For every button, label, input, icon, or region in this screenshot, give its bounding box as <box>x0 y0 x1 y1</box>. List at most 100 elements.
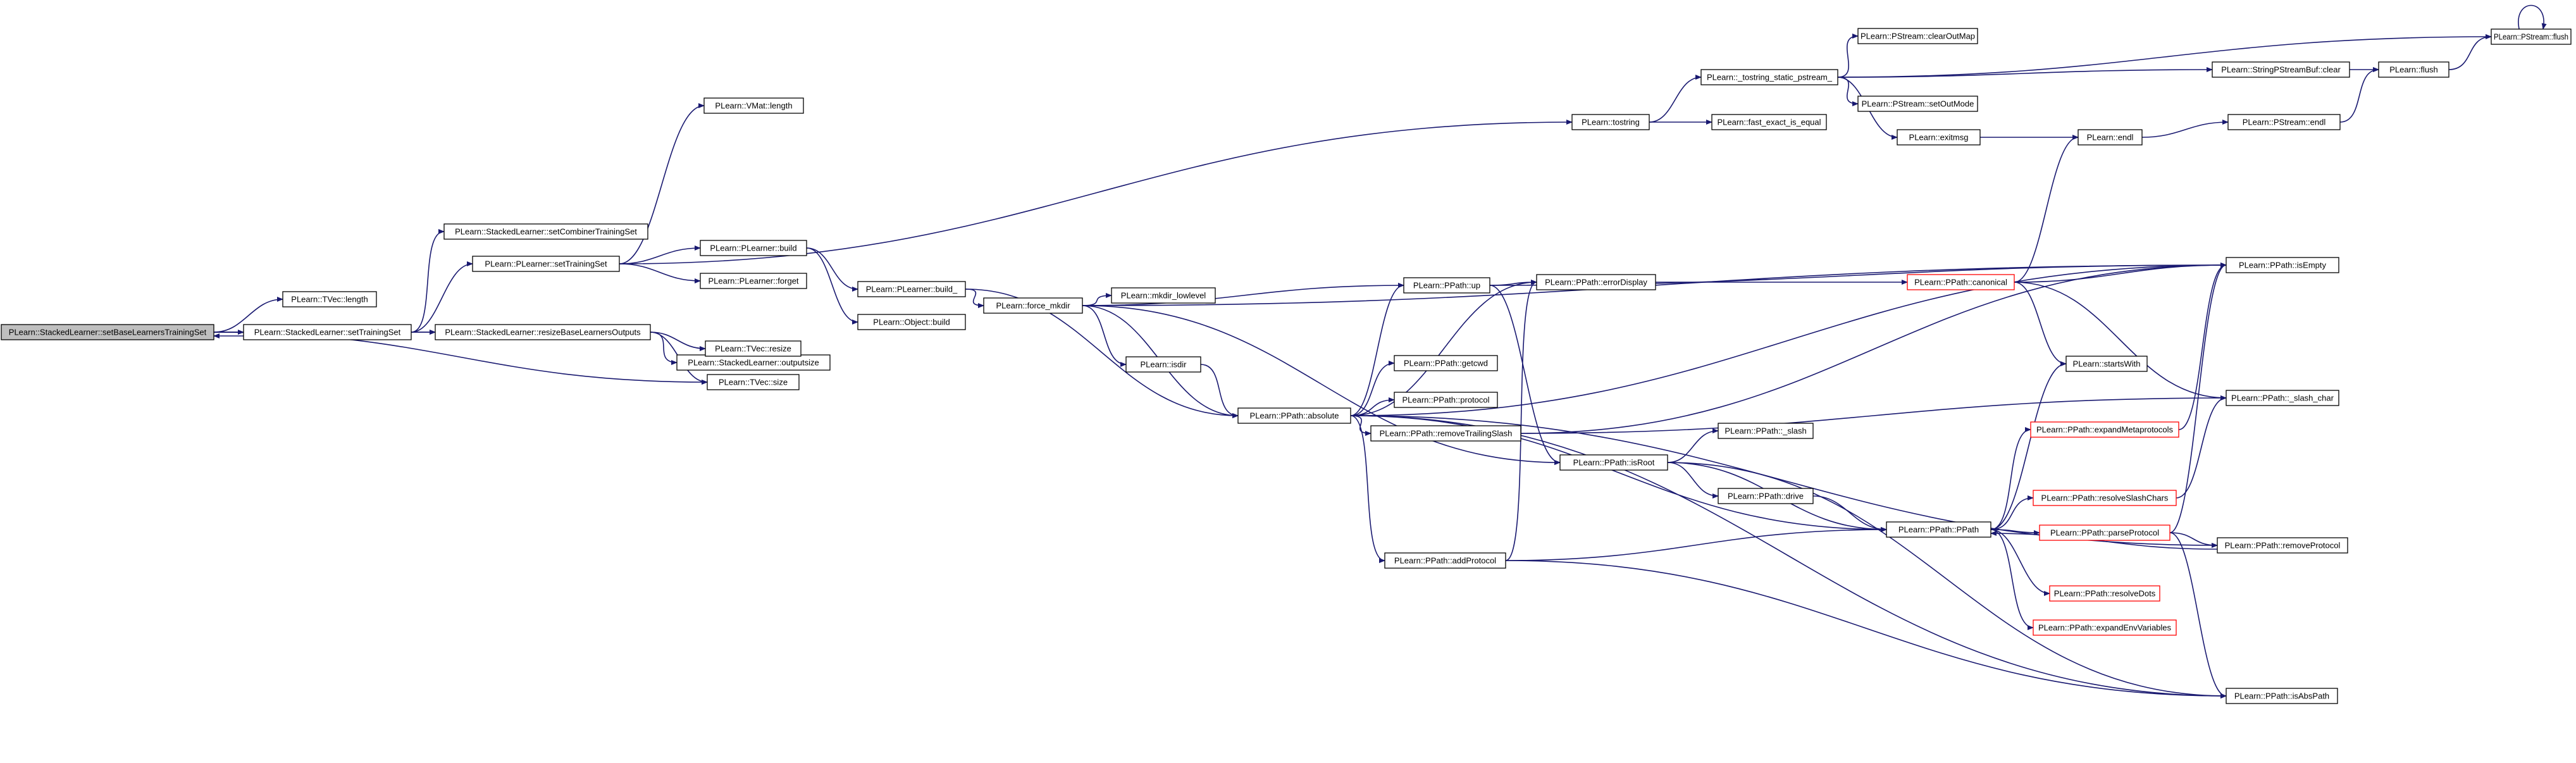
node-box[interactable] <box>700 240 807 256</box>
node-box[interactable] <box>1711 114 1827 130</box>
node-box[interactable] <box>676 354 831 371</box>
node-box[interactable] <box>1886 521 1991 538</box>
node-box[interactable] <box>707 374 800 390</box>
node-box[interactable] <box>2226 390 2339 406</box>
node-box[interactable] <box>443 223 648 240</box>
node-box[interactable] <box>703 97 804 114</box>
node-box[interactable] <box>1403 277 1490 294</box>
graph-node-n28[interactable]: PLearn::endl <box>2078 129 2143 146</box>
graph-node-n38[interactable]: PLearn::PPath::_slash <box>1718 423 1814 439</box>
graph-node-n10[interactable]: PLearn::StackedLearner::outputsize <box>676 354 831 371</box>
graph-node-n41[interactable]: PLearn::PPath::addProtocol <box>1384 552 1506 569</box>
node-box[interactable] <box>1394 355 1498 371</box>
graph-node-n32[interactable]: PLearn::PPath::canonical <box>1907 274 2015 290</box>
graph-node-n11[interactable]: PLearn::TVec::resize <box>705 340 802 357</box>
graph-node-n29[interactable]: PLearn::PStream::endl <box>2227 114 2341 130</box>
node-box[interactable] <box>1718 488 1814 504</box>
graph-node-n24[interactable]: PLearn::exitmsg <box>1897 129 1981 146</box>
node-box[interactable] <box>983 297 1083 314</box>
graph-node-n47[interactable]: PLearn::PPath::removeProtocol <box>2217 537 2348 554</box>
graph-node-n7[interactable]: PLearn::VMat::length <box>703 97 804 114</box>
graph-node-n23[interactable]: PLearn::PStream::setOutMode <box>1857 96 1978 112</box>
node-box[interactable] <box>2227 114 2341 130</box>
graph-node-n37[interactable]: PLearn::PPath::isRoot <box>1559 454 1668 471</box>
graph-node-n35[interactable]: PLearn::PPath::protocol <box>1394 392 1498 408</box>
node-box[interactable] <box>472 256 620 272</box>
graph-node-n20[interactable]: PLearn::_tostring_static_pstream_ <box>1700 69 1838 85</box>
node-box[interactable] <box>1559 454 1668 471</box>
graph-node-n8[interactable]: PLearn::PLearner::build <box>700 240 807 256</box>
graph-node-n1[interactable]: PLearn::StackedLearner::setBaseLearnersT… <box>1 324 214 340</box>
graph-node-n31[interactable]: PLearn::PPath::errorDisplay <box>1536 274 1656 290</box>
graph-node-n21[interactable]: PLearn::fast_exact_is_equal <box>1711 114 1827 130</box>
node-box[interactable] <box>2217 537 2348 554</box>
node-box[interactable] <box>2049 585 2160 602</box>
node-box[interactable] <box>282 291 377 307</box>
graph-node-n9[interactable]: PLearn::PLearner::forget <box>700 273 807 289</box>
node-box[interactable] <box>705 340 802 357</box>
graph-node-n27[interactable]: PLearn::PStream::flush <box>2491 28 2572 45</box>
graph-node-n44[interactable]: PLearn::PPath::expandMetaprotocols <box>2030 421 2179 438</box>
node-box[interactable] <box>1125 356 1201 373</box>
graph-node-n33[interactable]: PLearn::PPath::isEmpty <box>2226 257 2339 273</box>
node-box[interactable] <box>2491 28 2572 45</box>
graph-node-n48[interactable]: PLearn::PPath::resolveDots <box>2049 585 2160 602</box>
node-box[interactable] <box>1394 392 1498 408</box>
node-box[interactable] <box>1237 407 1351 424</box>
graph-node-n15[interactable]: PLearn::force_mkdir <box>983 297 1083 314</box>
graph-node-n49[interactable]: PLearn::PPath::expandEnvVariables <box>2033 619 2177 636</box>
graph-node-n25[interactable]: PLearn::StringPStreamBuf::clear <box>2212 61 2350 78</box>
node-box[interactable] <box>1700 69 1838 85</box>
graph-node-n39[interactable]: PLearn::PPath::drive <box>1718 488 1814 504</box>
graph-node-n18[interactable]: PLearn::PPath::absolute <box>1237 407 1351 424</box>
graph-node-n17[interactable]: PLearn::isdir <box>1125 356 1201 373</box>
graph-node-n2[interactable]: PLearn::TVec::length <box>282 291 377 307</box>
graph-node-n45[interactable]: PLearn::PPath::resolveSlashChars <box>2033 490 2177 506</box>
node-box[interactable] <box>1370 425 1521 442</box>
node-box[interactable] <box>1536 274 1656 290</box>
node-box[interactable] <box>1907 274 2015 290</box>
node-box[interactable] <box>1111 287 1216 304</box>
node-box[interactable] <box>1 324 214 340</box>
node-box[interactable] <box>2378 61 2449 78</box>
node-box[interactable] <box>1571 114 1650 130</box>
graph-node-n34[interactable]: PLearn::PPath::getcwd <box>1394 355 1498 371</box>
node-box[interactable] <box>2226 688 2338 704</box>
graph-node-n22[interactable]: PLearn::PStream::clearOutMap <box>1857 28 1978 44</box>
node-box[interactable] <box>857 314 966 330</box>
node-box[interactable] <box>2039 524 2170 541</box>
graph-node-n14[interactable]: PLearn::Object::build <box>857 314 966 330</box>
graph-node-n26[interactable]: PLearn::flush <box>2378 61 2449 78</box>
node-box[interactable] <box>1384 552 1506 569</box>
graph-node-n6[interactable]: PLearn::StackedLearner::resizeBaseLearne… <box>435 324 651 340</box>
graph-node-n12[interactable]: PLearn::TVec::size <box>707 374 800 390</box>
node-box[interactable] <box>2033 619 2177 636</box>
node-box[interactable] <box>857 281 966 297</box>
graph-node-n40[interactable]: PLearn::PPath::PPath <box>1886 521 1991 538</box>
node-box[interactable] <box>2212 61 2350 78</box>
graph-node-n16[interactable]: PLearn::mkdir_lowlevel <box>1111 287 1216 304</box>
node-box[interactable] <box>1857 96 1978 112</box>
graph-node-n19[interactable]: PLearn::tostring <box>1571 114 1650 130</box>
node-box[interactable] <box>2030 421 2179 438</box>
node-box[interactable] <box>2065 356 2148 372</box>
graph-node-n30[interactable]: PLearn::PPath::up <box>1403 277 1490 294</box>
node-box[interactable] <box>1857 28 1978 44</box>
graph-node-n36[interactable]: PLearn::PPath::removeTrailingSlash <box>1370 425 1521 442</box>
node-box[interactable] <box>1897 129 1981 146</box>
node-box[interactable] <box>2078 129 2143 146</box>
node-box[interactable] <box>1718 423 1814 439</box>
graph-node-n43[interactable]: PLearn::PPath::_slash_char <box>2226 390 2339 406</box>
node-box[interactable] <box>2226 257 2339 273</box>
graph-node-n3[interactable]: PLearn::StackedLearner::setTrainingSet <box>243 324 412 340</box>
graph-node-n46[interactable]: PLearn::PPath::parseProtocol <box>2039 524 2170 541</box>
graph-node-n4[interactable]: PLearn::StackedLearner::setCombinerTrain… <box>443 223 648 240</box>
node-box[interactable] <box>435 324 651 340</box>
graph-node-n50[interactable]: PLearn::PPath::isAbsPath <box>2226 688 2338 704</box>
graph-node-n5[interactable]: PLearn::PLearner::setTrainingSet <box>472 256 620 272</box>
graph-node-n13[interactable]: PLearn::PLearner::build_ <box>857 281 966 297</box>
node-box[interactable] <box>243 324 412 340</box>
node-box[interactable] <box>2033 490 2177 506</box>
graph-node-n42[interactable]: PLearn::startsWith <box>2065 356 2148 372</box>
node-box[interactable] <box>700 273 807 289</box>
